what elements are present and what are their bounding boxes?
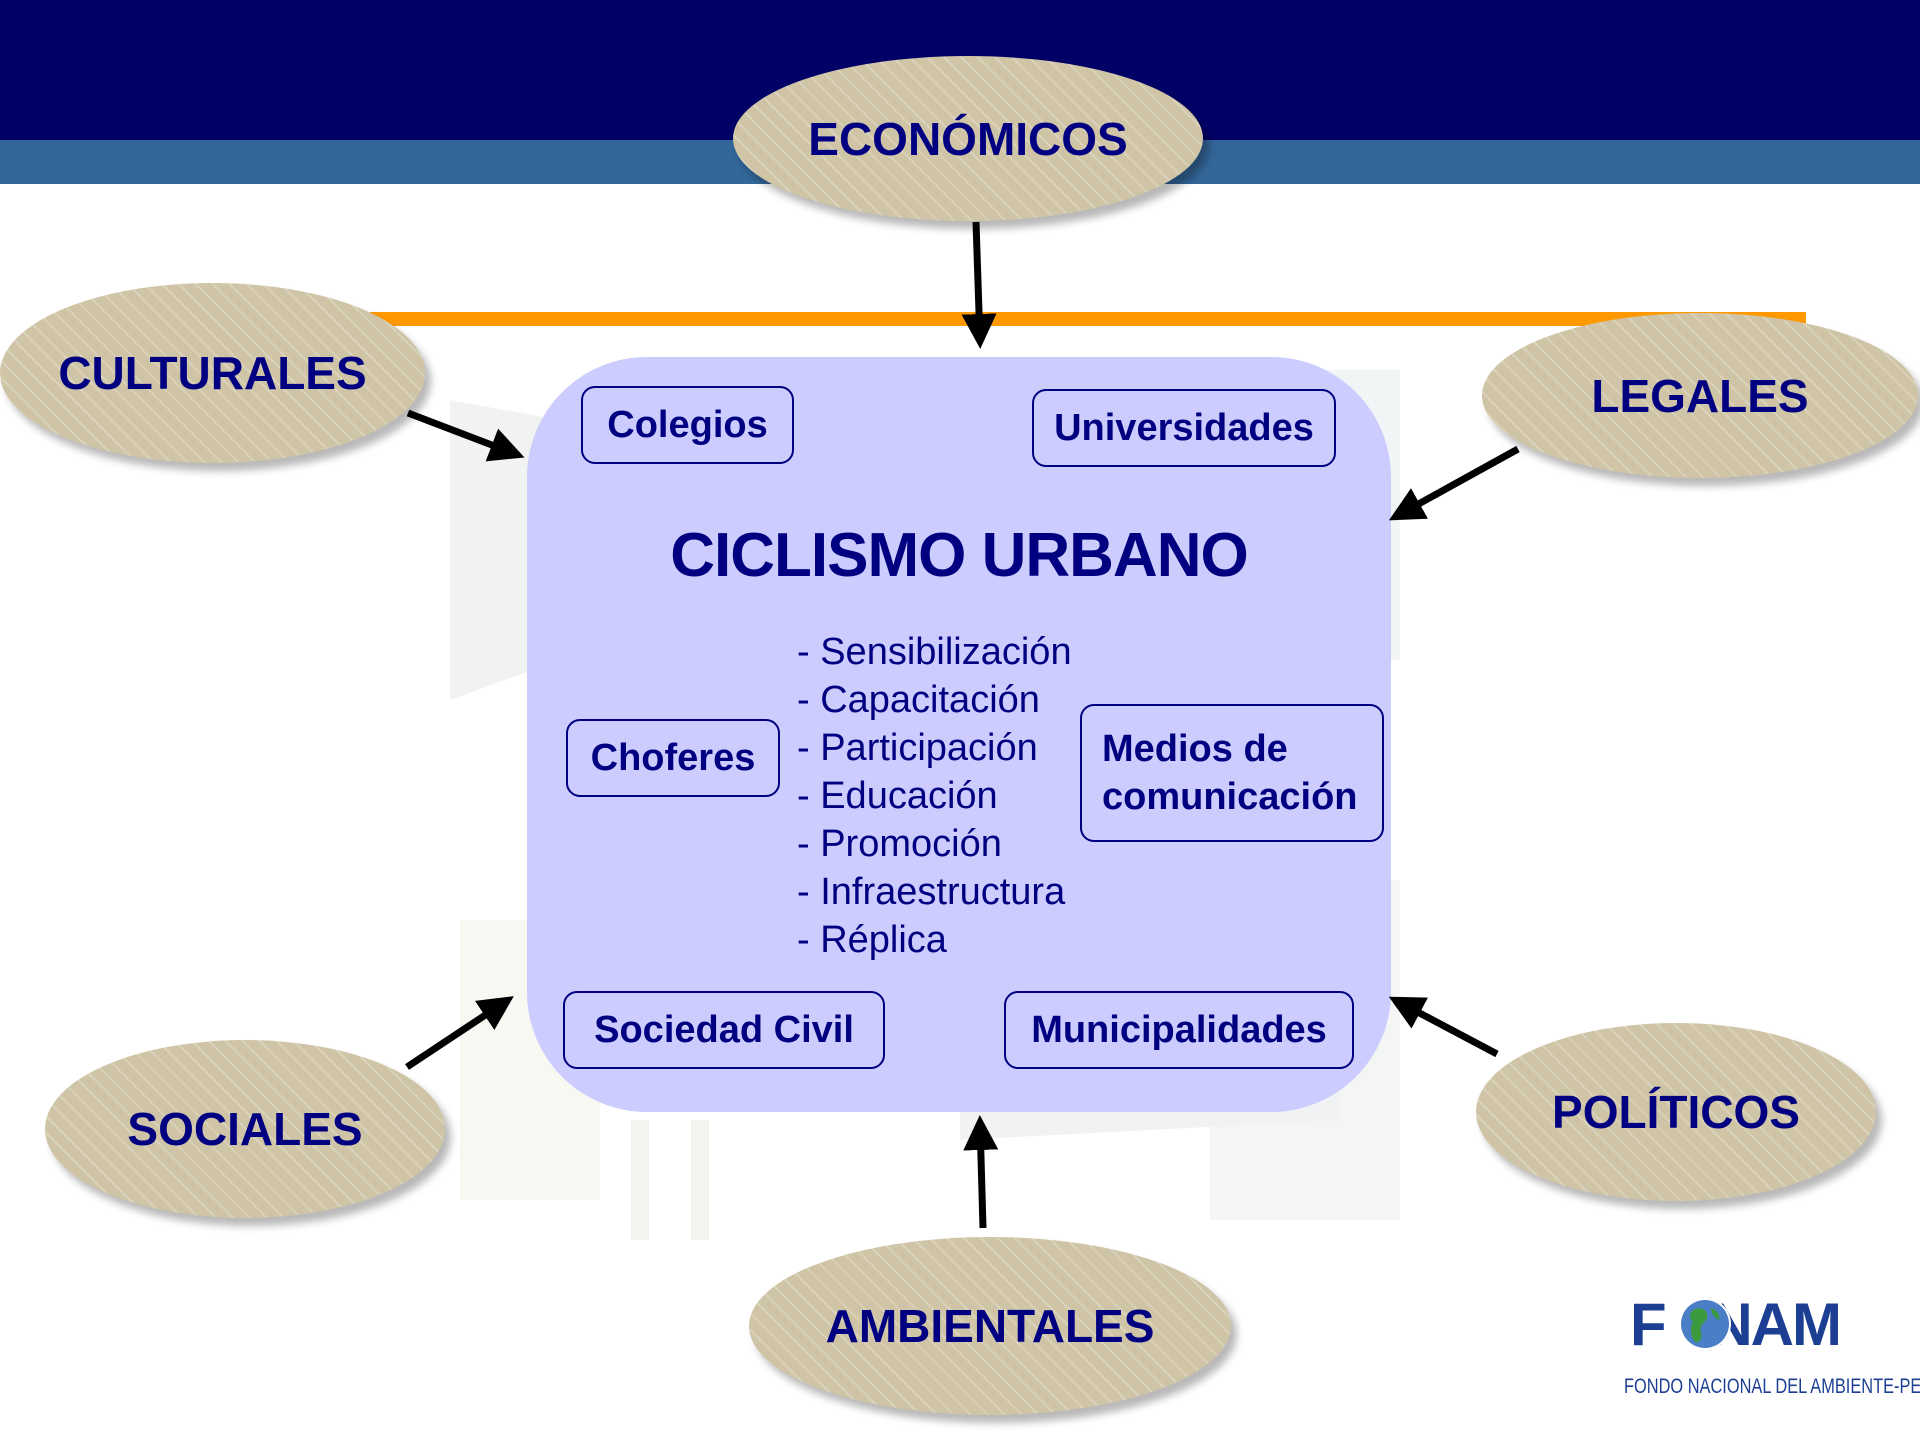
factor-economicos: ECONÓMICOS — [733, 56, 1203, 221]
action-item: - Educación — [797, 775, 998, 817]
action-item: - Sensibilización — [797, 631, 1072, 673]
actor-medios-line2: comunicación — [1102, 776, 1358, 818]
action-item: - Participación — [797, 727, 1038, 769]
action-item: - Promoción — [797, 823, 1002, 865]
actor-sociedad-civil: Sociedad Civil — [563, 991, 885, 1069]
center-title: CICLISMO URBANO — [670, 521, 1248, 590]
logo-wordmark: FONAM — [1630, 1291, 1842, 1358]
factor-legales: LEGALES — [1482, 313, 1918, 478]
action-item: - Réplica — [797, 919, 947, 961]
actions-list: - Sensibilización - Capacitación - Parti… — [797, 628, 1072, 964]
accent-line — [370, 312, 1806, 326]
factor-politicos: POLÍTICOS — [1476, 1023, 1876, 1201]
action-item: - Capacitación — [797, 679, 1040, 721]
fonam-logo: FONAM FONDO NACIONAL DEL AMBIENTE-PERU — [1618, 1290, 1920, 1410]
actor-colegios: Colegios — [581, 386, 794, 464]
action-item: - Infraestructura — [797, 871, 1066, 913]
actor-medios-line1: Medios de — [1102, 728, 1288, 770]
globe-icon — [1679, 1298, 1731, 1350]
factor-sociales: SOCIALES — [45, 1040, 445, 1218]
actor-municipalidades: Municipalidades — [1004, 991, 1354, 1069]
logo-subtitle: FONDO NACIONAL DEL AMBIENTE-PERU — [1624, 1375, 1920, 1398]
arrow-legales — [1388, 445, 1520, 521]
actor-medios-de-comunicacion: Medios de comunicación — [1080, 704, 1384, 842]
actor-choferes: Choferes — [566, 719, 780, 797]
arrow-politicos — [1388, 996, 1499, 1058]
factor-ambientales: AMBIENTALES — [749, 1237, 1231, 1415]
factor-culturales: CULTURALES — [0, 283, 425, 463]
actor-universidades: Universidades — [1032, 389, 1336, 467]
